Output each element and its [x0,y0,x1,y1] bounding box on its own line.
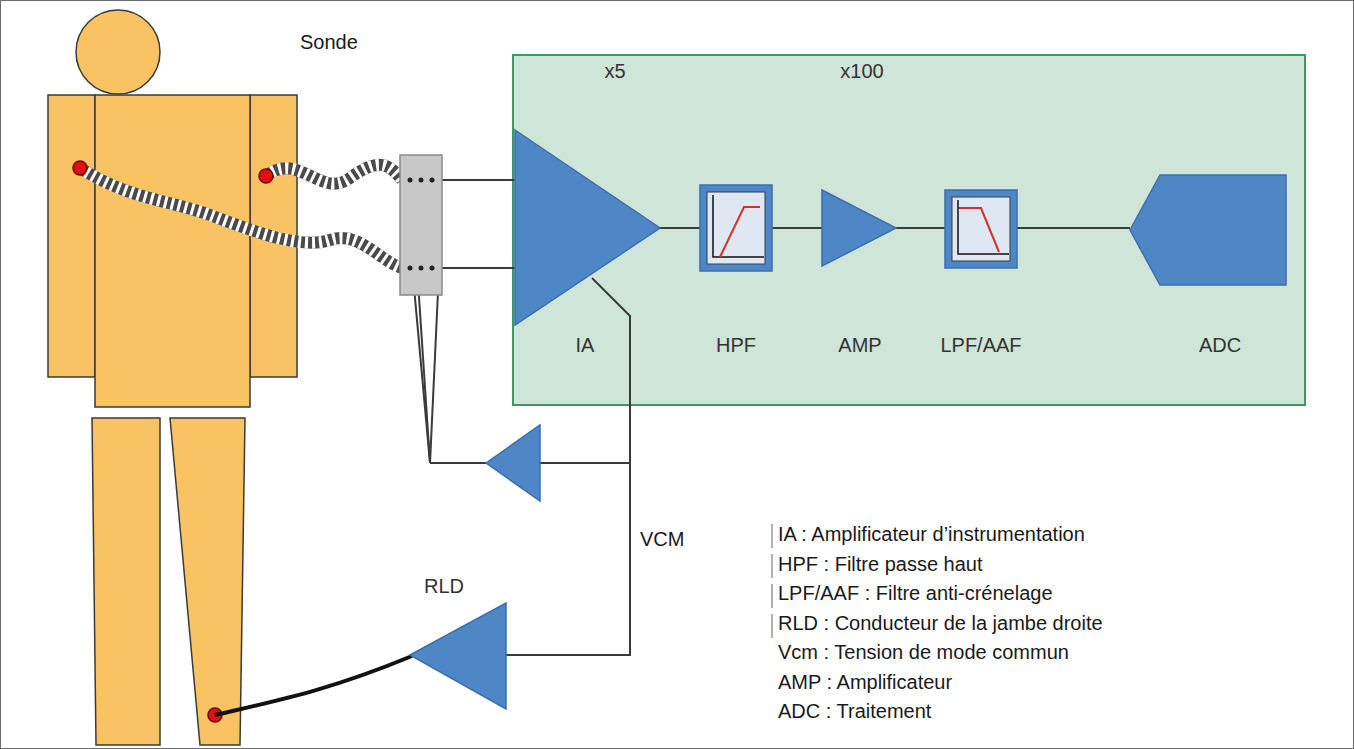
block-label: ADC [1199,334,1241,357]
signal-wire [660,227,700,229]
definition-line: RLD : Conducteur de la jambe droite [778,611,1103,635]
definition-line: ADC : Traitement [778,699,931,723]
block-shape [700,185,772,360]
block-shape [515,60,660,360]
human-figure [48,10,297,745]
anti-aliasing-filter: LPF/AAF [945,190,1017,360]
gain-label: x5 [604,60,625,83]
definition-line: AMP : Amplificateur [778,670,952,694]
signal-wire [896,227,945,229]
probe-label: Sonde [300,30,358,54]
electrodes [73,161,273,722]
instrumentation-amplifier: x5IA [515,60,660,360]
definition-line: IA : Amplificateur d’instrumentation [778,522,1085,546]
rld-lead [215,656,412,715]
block-shape [822,60,896,360]
block-label: IA [576,334,595,357]
signal-wire [1017,227,1130,229]
signal-name: VCM [640,527,684,551]
probe-connector [400,155,442,295]
buffer-amplifier [486,425,540,501]
processing-panel [513,55,1305,405]
block-label: AMP [838,334,881,357]
gain-amplifier: x100AMP [822,60,896,360]
signal-wire [772,227,822,229]
definition-line: Vcm : Tension de mode commun [778,640,1069,664]
high-pass-filter: HPF [700,185,772,360]
block-label: RLD [424,575,464,598]
definition-line: LPF/AAF : Filtre anti-crénelage [778,581,1053,605]
block-label: LPF/AAF [940,334,1021,357]
legend-rules [771,524,773,638]
probe-cables [80,165,402,268]
adc-block: ADC [1130,175,1286,360]
right-leg-drive: RLD [410,575,506,711]
block-label: HPF [716,334,756,357]
definition-line: HPF : Filtre passe haut [778,552,983,576]
gain-label: x100 [840,60,883,83]
block-shape [1130,175,1286,360]
